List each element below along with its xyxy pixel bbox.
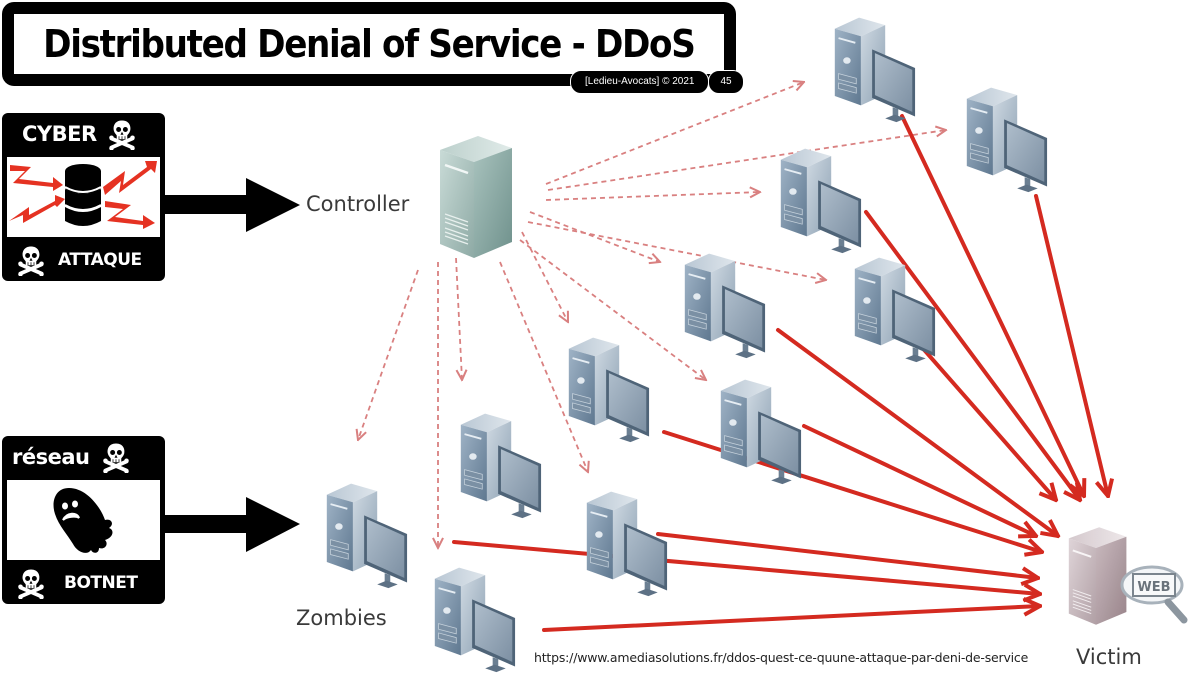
attack-arrow	[910, 334, 1056, 500]
attack-arrow	[1034, 194, 1108, 496]
cyber-badge-top: CYBER	[2, 113, 165, 155]
command-links	[358, 82, 946, 548]
command-arrow	[521, 231, 568, 322]
command-arrow	[547, 130, 946, 191]
botnet-badge-illustration	[7, 480, 160, 560]
zombie-computer-icon	[779, 147, 863, 255]
attack-arrow	[776, 328, 1058, 536]
zombie-computer-icon	[965, 86, 1049, 194]
ghost-icon	[53, 488, 113, 553]
botnet-badge-bottom: BOTNET	[2, 562, 165, 604]
cyber-badge-illustration	[7, 157, 160, 237]
command-arrow	[455, 257, 462, 380]
attaque-label: ATTAQUE	[58, 250, 142, 270]
command-arrow	[545, 82, 804, 185]
victim-server-icon	[1067, 526, 1128, 626]
victim-web-label: WEB	[1137, 580, 1170, 595]
command-arrow	[545, 192, 760, 201]
zombie-computer-icon	[585, 490, 669, 598]
attack-arrow	[542, 606, 1040, 632]
zombie-computer-icon	[833, 16, 917, 124]
skull-crossbones-icon	[107, 118, 137, 150]
reseau-label: réseau	[12, 445, 90, 469]
zombie-computer-icon	[719, 378, 803, 486]
controller-label: Controller	[306, 192, 410, 216]
botnet-label: BOTNET	[64, 573, 138, 593]
attack-arrow	[802, 424, 1036, 536]
cyber-badge-bottom: ATTAQUE	[2, 239, 165, 281]
zombie-computer-icon	[567, 336, 651, 444]
botnet-badge: réseau BOTNET	[2, 436, 165, 604]
victim-server: WEB	[1067, 526, 1188, 626]
command-arrow	[358, 269, 419, 440]
title-inner: Distributed Denial of Service - DDoS	[14, 14, 724, 74]
lightning-arrow-icon	[9, 161, 157, 229]
cyber-to-controller-arrow	[164, 178, 300, 232]
controller-server-icon	[438, 134, 514, 260]
zombie-computer-icon	[459, 412, 543, 520]
skull-crossbones-icon	[16, 567, 46, 599]
skull-crossbones-icon	[101, 441, 132, 473]
credit-label: [Ledieu-Avocats] © 2021	[570, 70, 710, 94]
zombie-nodes	[325, 16, 1049, 674]
attack-arrow	[452, 540, 1040, 594]
web-magnifier-icon: WEB	[1120, 565, 1188, 624]
attack-links	[452, 114, 1108, 632]
zombies-label: Zombies	[296, 606, 387, 630]
command-arrow	[527, 221, 826, 280]
slide-title: Distributed Denial of Service - DDoS	[43, 22, 696, 66]
victim-label: Victim	[1076, 645, 1142, 669]
source-url: https://www.amediasolutions.fr/ddos-ques…	[534, 650, 1029, 665]
zombie-computer-icon	[683, 252, 767, 360]
attack-arrow	[900, 114, 1084, 496]
skull-crossbones-icon	[16, 244, 46, 276]
zombie-computer-icon	[853, 256, 937, 364]
database-attack-icon	[9, 161, 157, 229]
page-number: 45	[708, 70, 744, 94]
command-arrow	[499, 261, 588, 472]
botnet-to-zombies-arrow	[164, 497, 300, 552]
database-icon	[64, 164, 102, 226]
cyber-attack-badge: CYBER	[2, 113, 165, 281]
zombie-computer-icon	[433, 566, 517, 674]
botnet-badge-top: réseau	[2, 436, 165, 478]
zombie-computer-icon	[325, 482, 409, 590]
cyber-label: CYBER	[22, 122, 97, 146]
attack-arrow	[864, 210, 1080, 500]
command-arrow	[529, 211, 660, 262]
attack-arrow	[656, 532, 1038, 578]
command-arrow	[519, 239, 706, 380]
